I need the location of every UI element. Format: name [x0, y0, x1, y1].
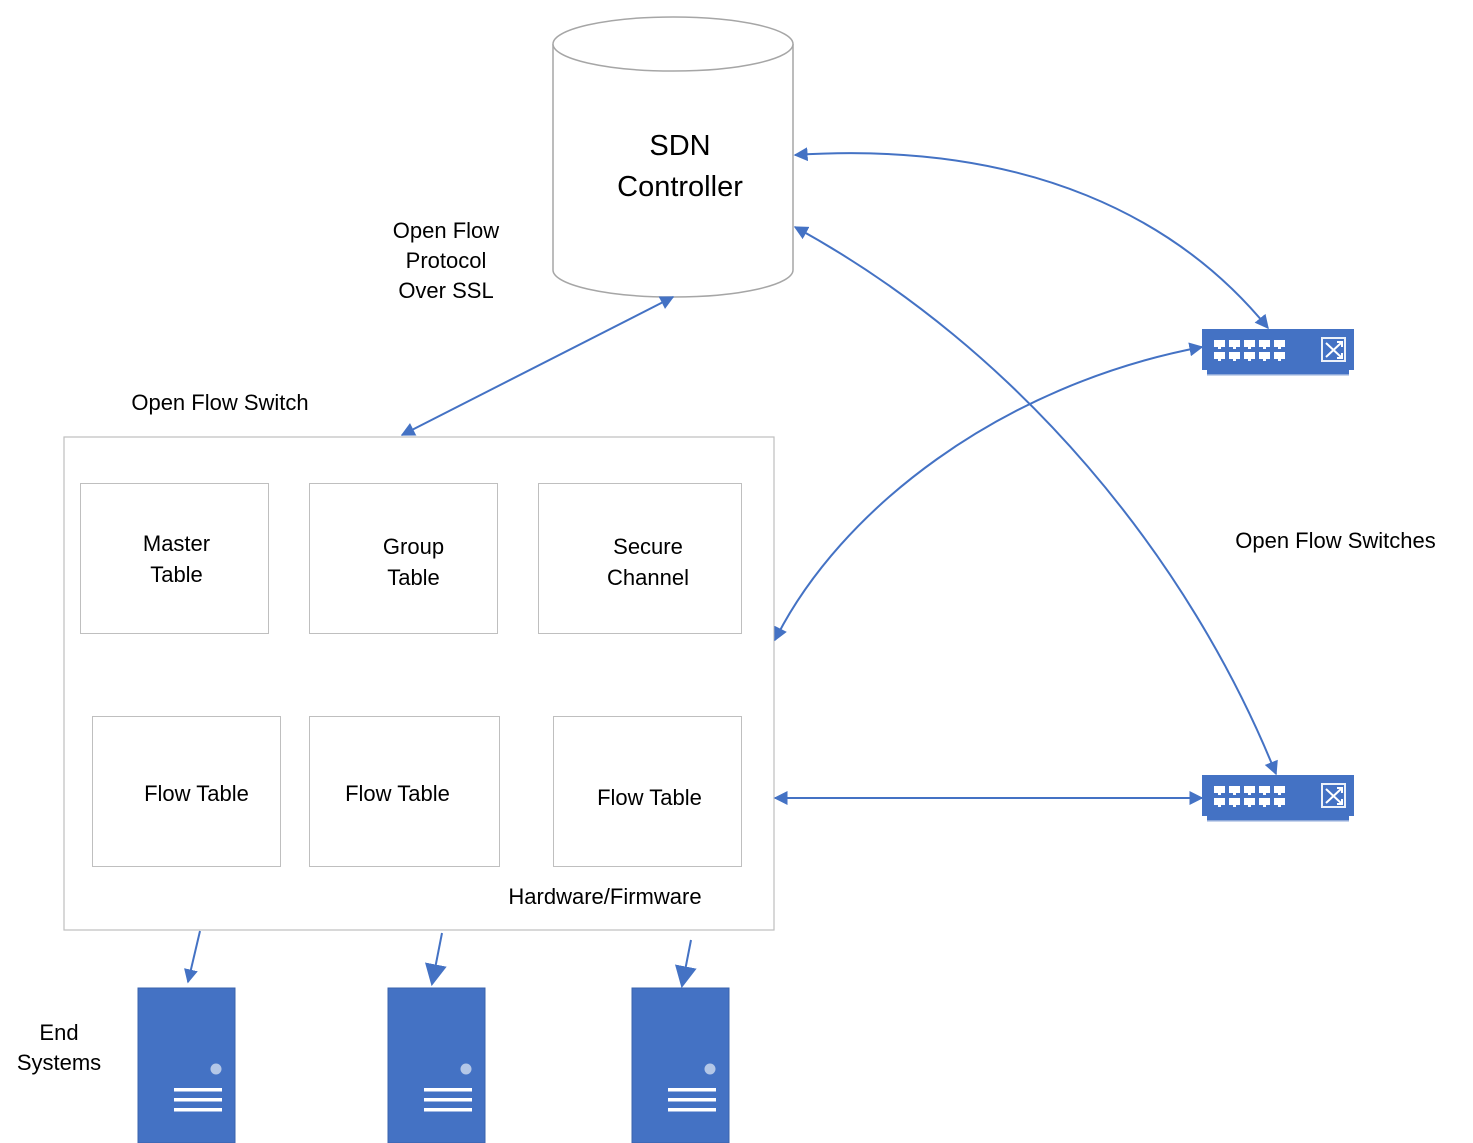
controller-to-top-switch-arrow — [793, 147, 1269, 330]
flow-table-label: Flow Table — [144, 781, 249, 806]
server-icon[interactable] — [631, 987, 730, 1143]
switch-to-end-system-2-arrow — [425, 932, 447, 987]
secure-channel-box[interactable]: Secure Channel — [538, 483, 742, 634]
network-switch-icon[interactable] — [1202, 329, 1354, 376]
server-icon[interactable] — [137, 987, 236, 1143]
flow-table-box[interactable]: Flow Table — [92, 716, 281, 867]
flow-table-box[interactable]: Flow Table — [309, 716, 500, 867]
flow-table-box[interactable]: Flow Table — [553, 716, 742, 867]
group-table-box[interactable]: Group Table — [309, 483, 498, 634]
open-flow-switches-label: Open Flow Switches — [1235, 528, 1436, 553]
controller-to-bottom-switch-arrow — [793, 226, 1278, 776]
master-table-label: Master Table — [142, 531, 211, 587]
switch-to-end-system-3-arrow — [675, 939, 697, 989]
sdn-controller-label: SDN Controller — [617, 130, 743, 203]
server-icon[interactable] — [387, 987, 486, 1143]
flow-table-label: Flow Table — [345, 781, 450, 806]
hardware-firmware-label: Hardware/Firmware — [508, 884, 702, 909]
controller-to-switch-arrow — [400, 296, 675, 436]
protocol-label: Open Flow Protocol Over SSL — [392, 218, 500, 303]
end-systems-label: End Systems — [16, 1020, 102, 1075]
master-table-box[interactable]: Master Table — [80, 483, 269, 634]
switch-to-end-system-1-arrow — [184, 930, 201, 984]
sdn-controller-cylinder-icon[interactable] — [552, 16, 794, 298]
open-flow-switch-title: Open Flow Switch — [131, 390, 309, 415]
flow-table-label: Flow Table — [597, 785, 702, 810]
secure-channel-label: Secure Channel — [607, 534, 689, 590]
group-table-label: Group Table — [382, 534, 445, 590]
network-switch-icon[interactable] — [1202, 775, 1354, 822]
top-switch-to-open-flow-switch-arrow — [774, 342, 1204, 642]
